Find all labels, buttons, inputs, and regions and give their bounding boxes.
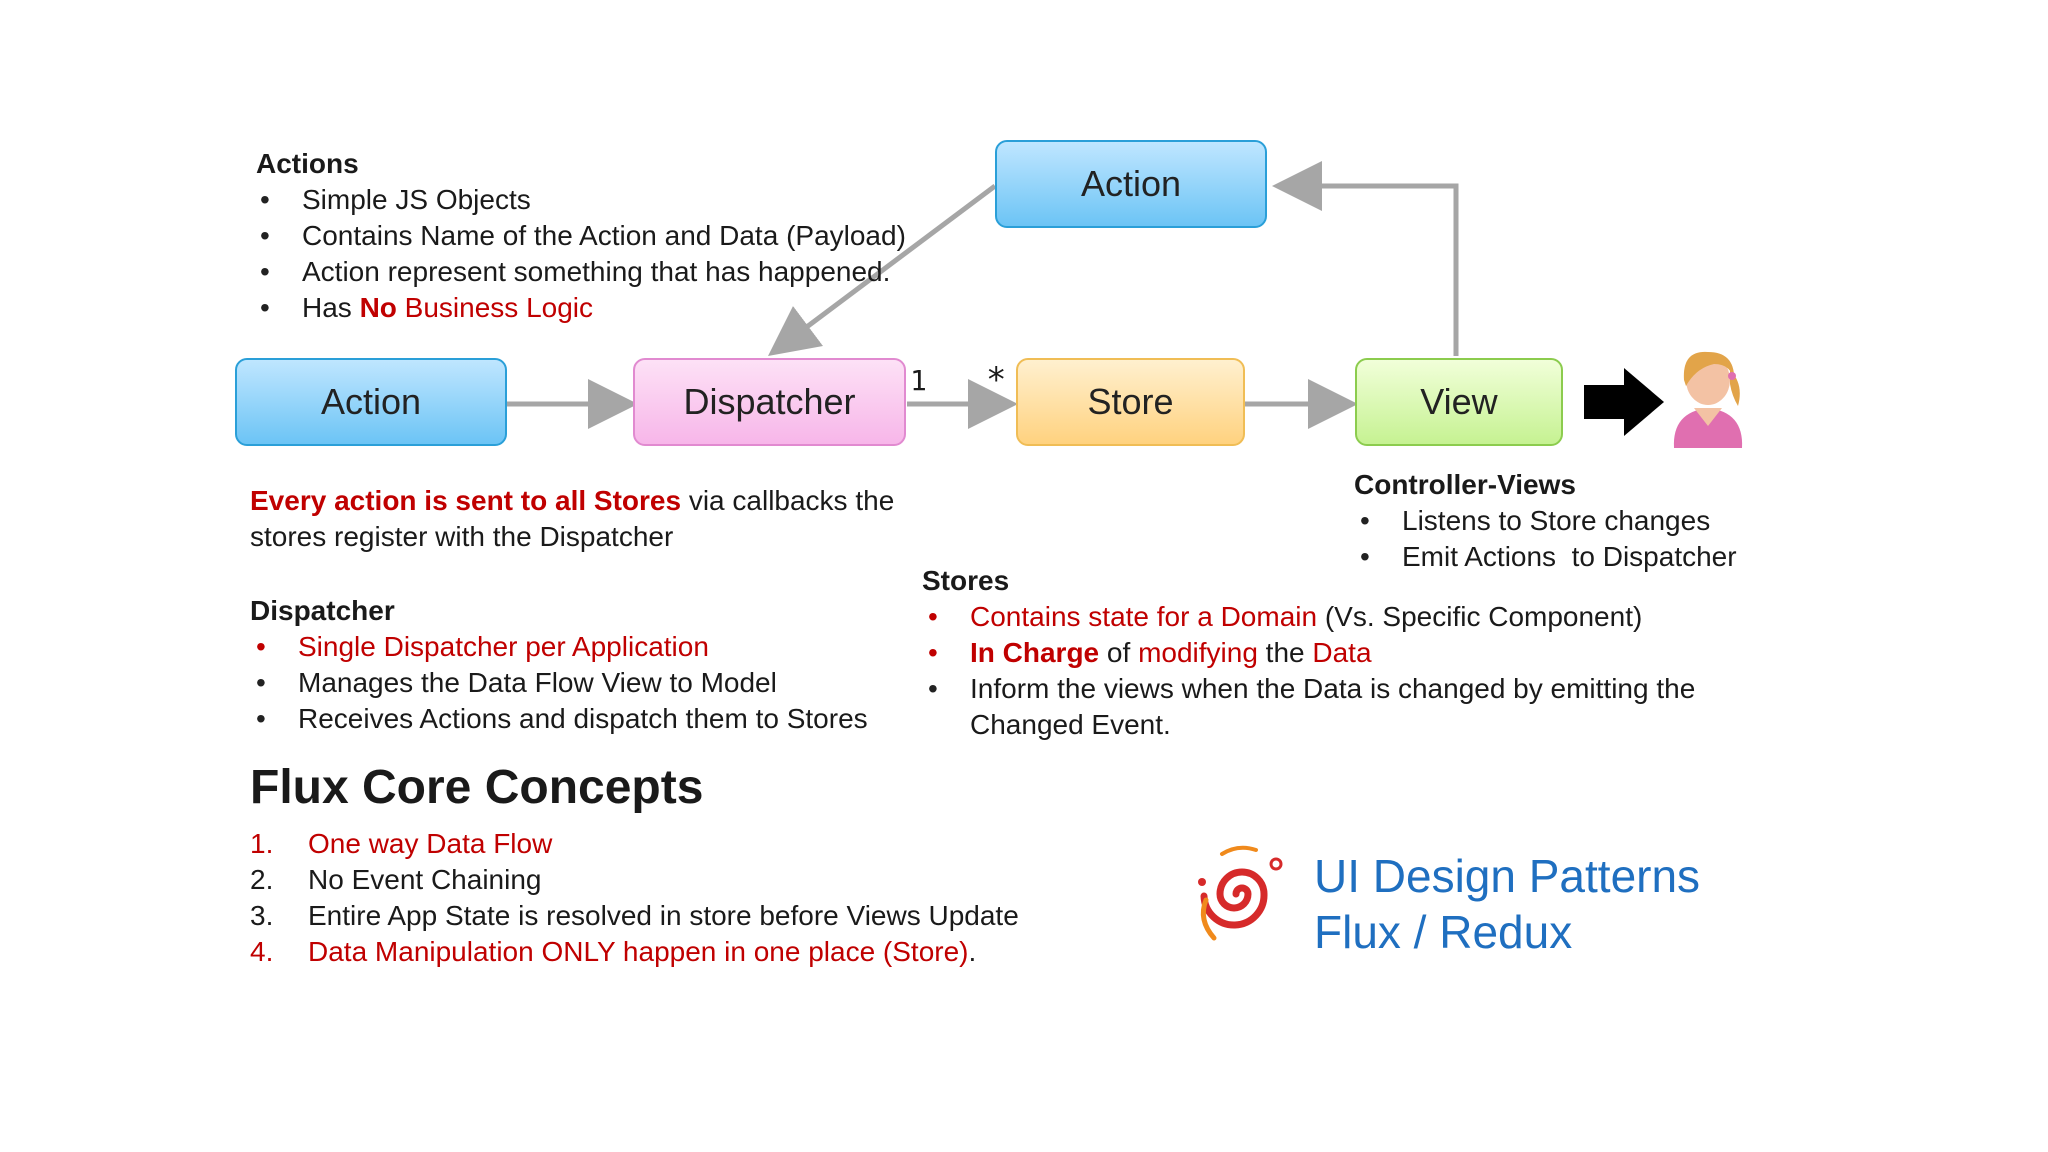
multiplicity-many: *	[986, 360, 1007, 400]
dispatcher-title: Dispatcher	[250, 595, 395, 626]
every-action-line2: stores register with the Dispatcher	[250, 521, 674, 552]
list-item: Has No Business Logic	[254, 290, 956, 326]
store-item1-rest: (Vs. Specific Component)	[1317, 601, 1643, 632]
dispatcher-section: Dispatcher Single Dispatcher per Applica…	[250, 593, 950, 737]
view-box: View	[1355, 358, 1563, 446]
list-item: Single Dispatcher per Application	[250, 629, 950, 665]
item-number: 3.	[250, 900, 274, 931]
list-item: 4. Data Manipulation ONLY happen in one p…	[250, 934, 1150, 970]
in-charge-text: In Charge	[970, 637, 1100, 668]
core-concepts-list: 1.One way Data Flow 2.No Event Chaining …	[250, 826, 1150, 970]
actions-list: Simple JS Objects Contains Name of the A…	[254, 182, 956, 326]
store-item2-mid2: the	[1257, 637, 1313, 668]
store-box: Store	[1016, 358, 1245, 446]
dispatcher-box-label: Dispatcher	[683, 381, 856, 422]
store-box-label: Store	[1087, 381, 1174, 422]
actions-section: Actions Simple JS Objects Contains Name …	[256, 146, 956, 326]
item-text: One way Data Flow	[308, 828, 553, 859]
list-item: Receives Actions and dispatch them to St…	[250, 701, 950, 737]
list-item: Inform the views when the Data is change…	[922, 671, 1730, 743]
actions-title: Actions	[256, 148, 359, 179]
list-item: In Charge of modifying the Data	[922, 635, 1742, 671]
stores-title: Stores	[922, 565, 1010, 596]
stores-list: Contains state for a Domain (Vs. Specifi…	[922, 599, 1742, 743]
stores-section: Stores Contains state for a Domain (Vs. …	[922, 563, 1742, 743]
list-item: Emit Actions to Dispatcher	[1354, 539, 1954, 575]
list-item: Simple JS Objects	[254, 182, 956, 218]
trailing-dot: .	[968, 936, 977, 967]
arrow-view-to-action	[1272, 161, 1459, 356]
list-item: Action represent something that has happ…	[254, 254, 956, 290]
brand-text: UI Design Patterns Flux / Redux	[1314, 848, 1700, 960]
core-concepts-title: Flux Core Concepts	[250, 761, 704, 814]
swirl-logo-icon	[1198, 845, 1283, 941]
black-arrow-icon	[1584, 368, 1664, 436]
item-text: Data Manipulation ONLY happen in one pla…	[308, 936, 969, 967]
modifying-text: modifying	[1138, 637, 1258, 668]
user-avatar-icon	[1673, 351, 1743, 448]
every-action-emphasis: Every action is sent to all Stores	[250, 485, 682, 516]
item-number: 1.	[250, 828, 274, 859]
every-action-rest: via callbacks the	[681, 485, 895, 516]
has-prefix: Has	[302, 292, 360, 323]
no-emphasis: No	[359, 292, 397, 323]
brand-line2: Flux / Redux	[1314, 906, 1573, 958]
dispatcher-box: Dispatcher	[633, 358, 906, 446]
every-action-note: Every action is sent to all Stores via c…	[250, 483, 930, 555]
item-text: No Event Chaining	[308, 864, 542, 895]
item-number: 4.	[250, 936, 274, 967]
controller-views-section: Controller-Views Listens to Store change…	[1354, 467, 1954, 575]
item-text: Entire App State is resolved in store be…	[308, 900, 1019, 931]
store-item2-mid1: of	[1099, 637, 1139, 668]
data-text: Data	[1312, 637, 1372, 668]
view-box-label: View	[1420, 381, 1498, 422]
list-item: Listens to Store changes	[1354, 503, 1954, 539]
dispatcher-list: Single Dispatcher per Application Manage…	[250, 629, 950, 737]
brand-line1: UI Design Patterns	[1314, 850, 1701, 902]
business-logic-text: Business Logic	[396, 292, 594, 323]
multiplicity-one: 1	[910, 364, 927, 397]
list-item: 1. One way Data Flow	[250, 826, 1150, 862]
store-item1-red: Contains state for a Domain	[970, 601, 1318, 632]
action-box-top: Action	[995, 140, 1267, 228]
list-item: Contains Name of the Action and Data (Pa…	[254, 218, 956, 254]
list-item: Contains state for a Domain (Vs. Specifi…	[922, 599, 1742, 635]
list-item: 3. Entire App State is resolved in store …	[250, 898, 1150, 934]
controller-views-title: Controller-Views	[1354, 469, 1576, 500]
controller-views-list: Listens to Store changes Emit Actions to…	[1354, 503, 1954, 575]
action-box-left: Action	[235, 358, 507, 446]
list-item: Manages the Data Flow View to Model	[250, 665, 950, 701]
action-box-left-label: Action	[320, 381, 422, 422]
item-number: 2.	[250, 864, 274, 895]
list-item: 2. No Event Chaining	[250, 862, 1150, 898]
action-box-top-label: Action	[1080, 163, 1182, 204]
